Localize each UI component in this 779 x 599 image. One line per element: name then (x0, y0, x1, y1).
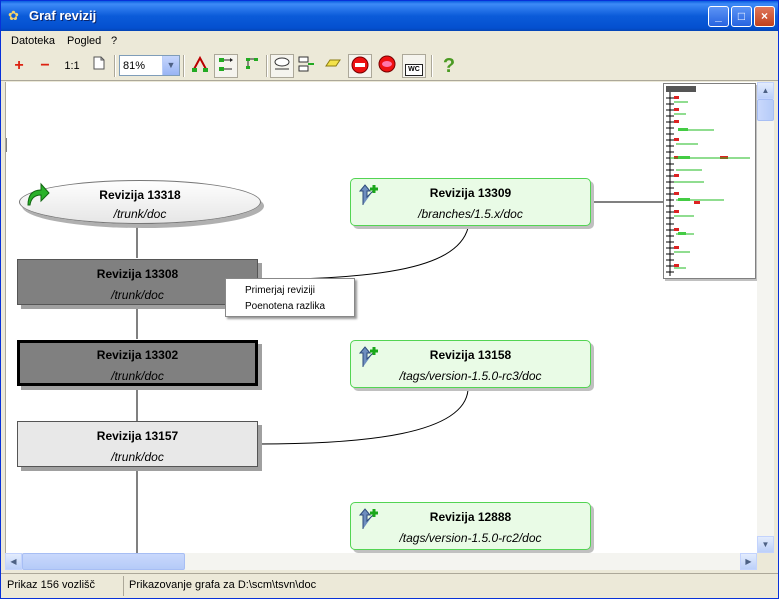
node-revision: Revizija 13309 (429, 186, 512, 200)
menu-pogled[interactable]: Pogled (67, 35, 102, 47)
menu-help[interactable]: ? (111, 35, 118, 47)
horizontal-scrollbar[interactable]: ◀ ▶ (5, 553, 757, 570)
toolbar-separator (114, 55, 116, 77)
scroll-down-button[interactable]: ▼ (757, 536, 774, 553)
group-icon[interactable] (270, 54, 294, 78)
graph-edges (6, 138, 664, 553)
scroll-up-button[interactable]: ▲ (757, 82, 774, 99)
node-path: /trunk/doc (111, 288, 164, 302)
toolbar: + − 1:1 WC (1, 51, 778, 81)
tag-icon[interactable] (321, 54, 345, 78)
node-revision: Revizija 13302 (96, 348, 179, 362)
zoom-out-icon[interactable]: − (40, 57, 50, 74)
menu-item-unified-diff[interactable]: Poenotena razlika (245, 301, 326, 312)
graph-node-tag[interactable]: Revizija 13158 /tags/version-1.5.0-rc3/d… (350, 340, 591, 388)
graph-canvas[interactable]: Revizija 13318 /trunk/doc Revizija 13308… (5, 82, 757, 553)
graph-overview[interactable] (663, 83, 756, 279)
node-path: /trunk/doc (113, 207, 167, 221)
scroll-thumb[interactable] (22, 553, 185, 570)
app-icon: ✿ (8, 8, 19, 23)
branch-add-icon (358, 508, 378, 529)
vertical-scrollbar[interactable]: ▲ ▼ (757, 82, 774, 553)
menu-datoteka[interactable]: Datoteka (11, 35, 56, 47)
tree-icon[interactable] (188, 54, 212, 78)
minimize-button[interactable]: _ (708, 6, 729, 27)
filter-icon[interactable] (348, 54, 372, 78)
split-icon[interactable] (294, 54, 318, 78)
title-bar[interactable]: ✿ Graf revizij _ □ × (1, 1, 778, 31)
graph-node-plain[interactable]: Revizija 13157 /trunk/doc (17, 421, 258, 467)
node-path: /tags/version-1.5.0-rc2/doc (399, 531, 542, 545)
node-revision: Revizija 13308 (96, 267, 179, 281)
node-revision: Revizija 13318 (99, 188, 181, 202)
scroll-thumb[interactable] (757, 99, 774, 121)
zoom-1-1-icon[interactable]: 1:1 (64, 60, 80, 72)
node-path: /trunk/doc (111, 369, 164, 383)
toolbar-separator (266, 55, 268, 77)
status-node-count: Prikaz 156 vozlišč (7, 579, 96, 591)
zoom-value: 81% (123, 60, 146, 72)
zoom-select[interactable]: 81% ▼ (119, 55, 180, 76)
window-title: Graf revizij (29, 8, 97, 23)
wc-icon[interactable]: WC (402, 54, 426, 78)
node-revision: Revizija 13157 (96, 429, 179, 443)
head-arrow-icon (27, 182, 50, 206)
graph-node-tag[interactable]: Revizija 12888 /tags/version-1.5.0-rc2/d… (350, 502, 591, 550)
filter2-icon[interactable] (375, 54, 399, 78)
help-icon[interactable]: ? (442, 55, 456, 77)
maximize-button[interactable]: □ (731, 6, 752, 27)
status-bar: Prikaz 156 vozlišč Prikazovanje grafa za… (1, 573, 778, 598)
status-divider (123, 576, 124, 596)
zoom-in-icon[interactable]: + (14, 57, 24, 74)
close-button[interactable]: × (754, 6, 775, 27)
node-path: /tags/version-1.5.0-rc3/doc (399, 369, 542, 383)
menu-item-compare[interactable]: Primerjaj reviziji (245, 285, 316, 296)
node-path: /branches/1.5.x/doc (418, 207, 523, 221)
toolbar-separator (431, 55, 433, 77)
scroll-left-button[interactable]: ◀ (5, 553, 22, 570)
graph-node-selected[interactable]: Revizija 13302 /trunk/doc (17, 340, 258, 386)
node-revision: Revizija 12888 (429, 510, 512, 524)
branch-add-icon (358, 184, 378, 205)
wc-label: WC (405, 64, 423, 76)
context-menu: Primerjaj reviziji Poenotena razlika (225, 278, 355, 317)
status-info: Prikazovanje grafa za D:\scm\tsvn\doc (129, 579, 317, 591)
scroll-right-button[interactable]: ▶ (740, 553, 757, 570)
chevron-down-icon[interactable]: ▼ (162, 56, 179, 75)
node-revision: Revizija 13158 (429, 348, 512, 362)
graph-node-head[interactable]: Revizija 13318 /trunk/doc (19, 180, 261, 224)
page-icon[interactable] (87, 54, 111, 78)
compact-icon[interactable] (240, 54, 264, 78)
menu-bar: Datoteka Pogled ? (1, 31, 778, 51)
graph-node-modified[interactable]: Revizija 13308 /trunk/doc (17, 259, 258, 305)
overview-minimap (666, 86, 750, 276)
toolbar-separator (183, 55, 185, 77)
graph-node-branch[interactable]: Revizija 13309 /branches/1.5.x/doc (350, 178, 591, 226)
branch-layout-icon[interactable] (214, 54, 238, 78)
branch-add-icon (358, 346, 378, 367)
node-path: /trunk/doc (111, 450, 164, 464)
